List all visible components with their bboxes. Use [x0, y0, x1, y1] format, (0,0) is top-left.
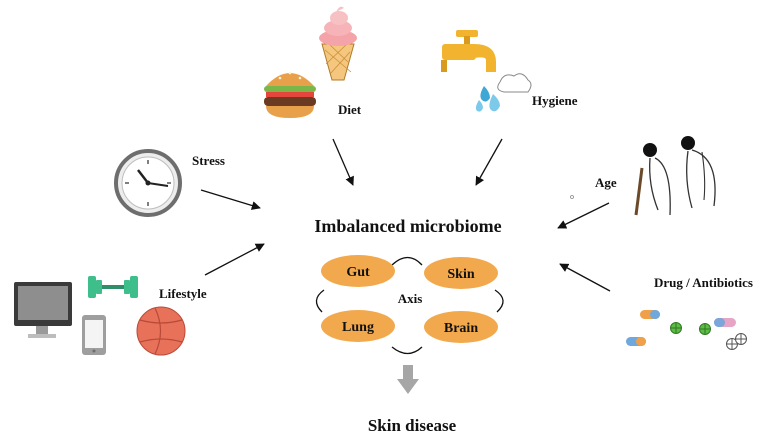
elderly-people-icon [570, 136, 716, 216]
clock-icon [114, 149, 182, 217]
stress-arrow [200, 189, 261, 210]
diet-label: Diet [338, 102, 362, 117]
basketball-icon [136, 306, 186, 356]
node-gut [321, 255, 395, 287]
burger-icon [264, 71, 316, 118]
diet-arrow [332, 138, 354, 186]
faucet-icon [441, 30, 496, 72]
node-brain-label: Brain [444, 321, 478, 336]
monitor-icon [14, 282, 72, 338]
axis-label: Axis [398, 291, 423, 306]
axis-nodes: Gut Skin Lung Brain Axis [321, 255, 498, 343]
stress-label: Stress [192, 153, 225, 168]
node-lung [321, 310, 395, 342]
pills-icon [626, 310, 747, 350]
water-drops-icon [475, 73, 532, 112]
center-title: Imbalanced microbiome [314, 216, 501, 236]
node-lung-label: Lung [342, 320, 374, 335]
ice-cream-icon [319, 6, 357, 81]
axis-connectors [315, 256, 504, 355]
drugs-label: Drug / Antibiotics [654, 275, 753, 290]
factor-arrows [200, 138, 611, 292]
node-brain [424, 311, 498, 343]
lifestyle-label: Lifestyle [159, 286, 207, 301]
dumbbell-icon [88, 276, 138, 298]
outcome-label: Skin disease [368, 416, 457, 435]
phone-icon [82, 315, 106, 355]
node-gut-label: Gut [346, 265, 370, 280]
node-skin [424, 257, 498, 289]
drugs-arrow [559, 263, 611, 292]
down-arrow [397, 365, 419, 394]
node-skin-label: Skin [447, 267, 474, 282]
hygiene-arrow [475, 138, 503, 186]
age-arrow [557, 202, 610, 229]
hygiene-label: Hygiene [532, 93, 578, 108]
age-label: Age [595, 175, 617, 190]
lifestyle-arrow [204, 243, 265, 276]
